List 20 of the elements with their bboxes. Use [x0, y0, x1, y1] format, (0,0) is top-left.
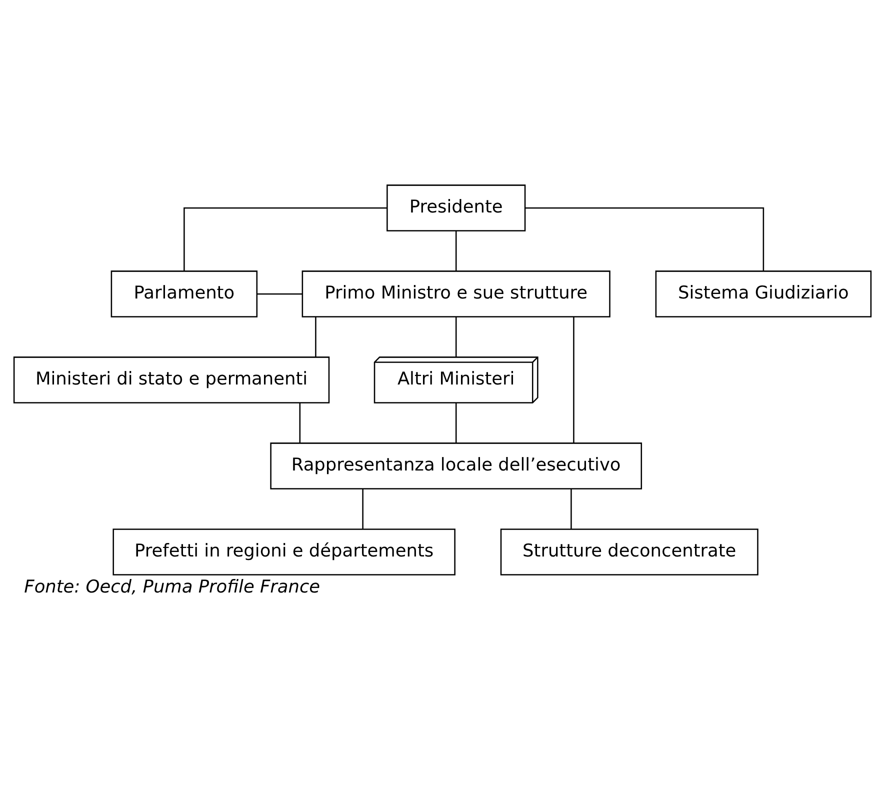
- node-box: Sistema Giudiziario: [654, 270, 872, 317]
- connector: [572, 316, 574, 443]
- connector: [454, 316, 456, 356]
- node-box: Primo Ministro e sue strutture: [301, 270, 610, 317]
- connector: [183, 206, 387, 270]
- node-box: Presidente: [386, 184, 526, 231]
- connector: [314, 316, 316, 356]
- node-box: Strutture deconcentrate: [500, 528, 758, 575]
- caption: Fonte: Oecd, Puma Profile France: [24, 577, 320, 598]
- connector: [570, 488, 572, 528]
- connector: [454, 402, 456, 442]
- connector: [298, 402, 300, 442]
- node-box: Rappresentanza locale dell’esecutivo: [270, 442, 642, 489]
- node-box: Ministeri di stato e permanenti: [12, 356, 330, 403]
- connector: [362, 488, 363, 528]
- node-box: Prefetti in regioni e départements: [112, 528, 455, 575]
- connector: [524, 206, 764, 270]
- connector: [454, 230, 456, 270]
- connector: [256, 292, 302, 294]
- node-box: Parlamento: [110, 270, 258, 317]
